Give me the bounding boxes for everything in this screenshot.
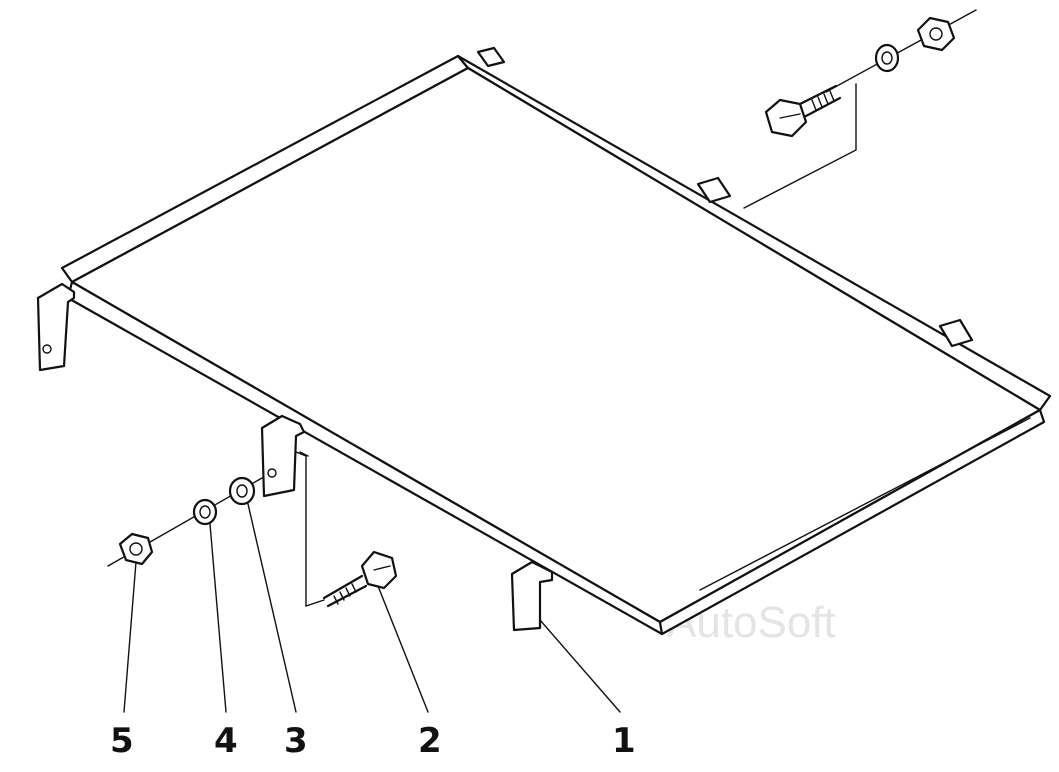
thread-r4 [829,90,835,102]
right-leader-line [743,83,857,209]
right-hardware-assembly [743,9,977,209]
bolt-left [322,550,398,608]
rear-tab-2 [696,176,732,204]
thread-1 [333,595,339,605]
spring-washer-right-ring [874,43,900,73]
leader-1 [539,619,621,713]
thread-3 [345,587,351,597]
rear-tab-3 [938,318,974,348]
spring-washer-left [192,498,218,526]
tray-inner-line [699,417,1031,591]
thread-r2 [817,96,823,108]
thread-r1 [811,99,817,111]
front-bracket-hole [267,468,277,478]
front-bracket-body [260,414,306,498]
thread-2 [339,591,345,601]
lower-bracket-body [510,560,554,632]
bolt-right [764,84,842,138]
nut-left-bore [129,542,143,556]
nut-left-hex [118,532,154,566]
callout-leaders [123,503,621,713]
bracket-edge [299,451,309,457]
spring-washer-right [874,43,900,73]
left-bracket-body [36,282,76,372]
callout-numbers: 5 4 3 2 1 [110,721,636,761]
spring-washer-bore [199,505,211,519]
callout-5: 5 [110,721,134,761]
spring-washer-ring [192,498,218,526]
bolt-leader-line [295,451,325,607]
flat-washer-bore [236,484,248,498]
nut-left [118,532,154,566]
bolt-shank-top [322,574,364,600]
tray-top-surface [70,66,1042,624]
callout-4: 4 [214,721,238,761]
left-bracket-hole [42,344,52,354]
nut-right-bore [929,27,943,41]
callout-2: 2 [418,721,442,761]
spring-washer-right-bore [881,51,893,65]
bolt-shank-bottom [326,584,368,608]
nut-right-hex [916,16,956,52]
bolt-head-edge [373,565,391,571]
leader-5 [123,561,137,713]
leader-4 [209,523,227,713]
left-hardware-assembly [107,451,398,608]
callout-3: 3 [284,721,308,761]
nut-right [916,16,956,52]
left-bracket [36,282,76,372]
lower-bracket [510,560,554,632]
leader-3 [247,503,297,713]
flat-washer-left [228,476,256,506]
tray-plate [60,54,1052,636]
right-axis-line [825,9,977,93]
thread-4 [351,583,357,593]
rear-tabs [476,46,974,348]
rear-tab-1 [476,46,506,68]
bolt-right-shank-top [798,84,838,106]
bolt-head-hex [360,550,398,590]
bolt-right-head [764,98,808,138]
leader-2 [377,585,429,713]
tray-side-edge [658,408,1046,636]
bolt-right-head-edge [779,113,801,119]
flat-washer-ring [228,476,256,506]
thread-r3 [823,93,829,105]
front-bracket [260,414,309,498]
bolt-right-shank-bottom [804,96,842,118]
callout-1: 1 [612,721,636,761]
